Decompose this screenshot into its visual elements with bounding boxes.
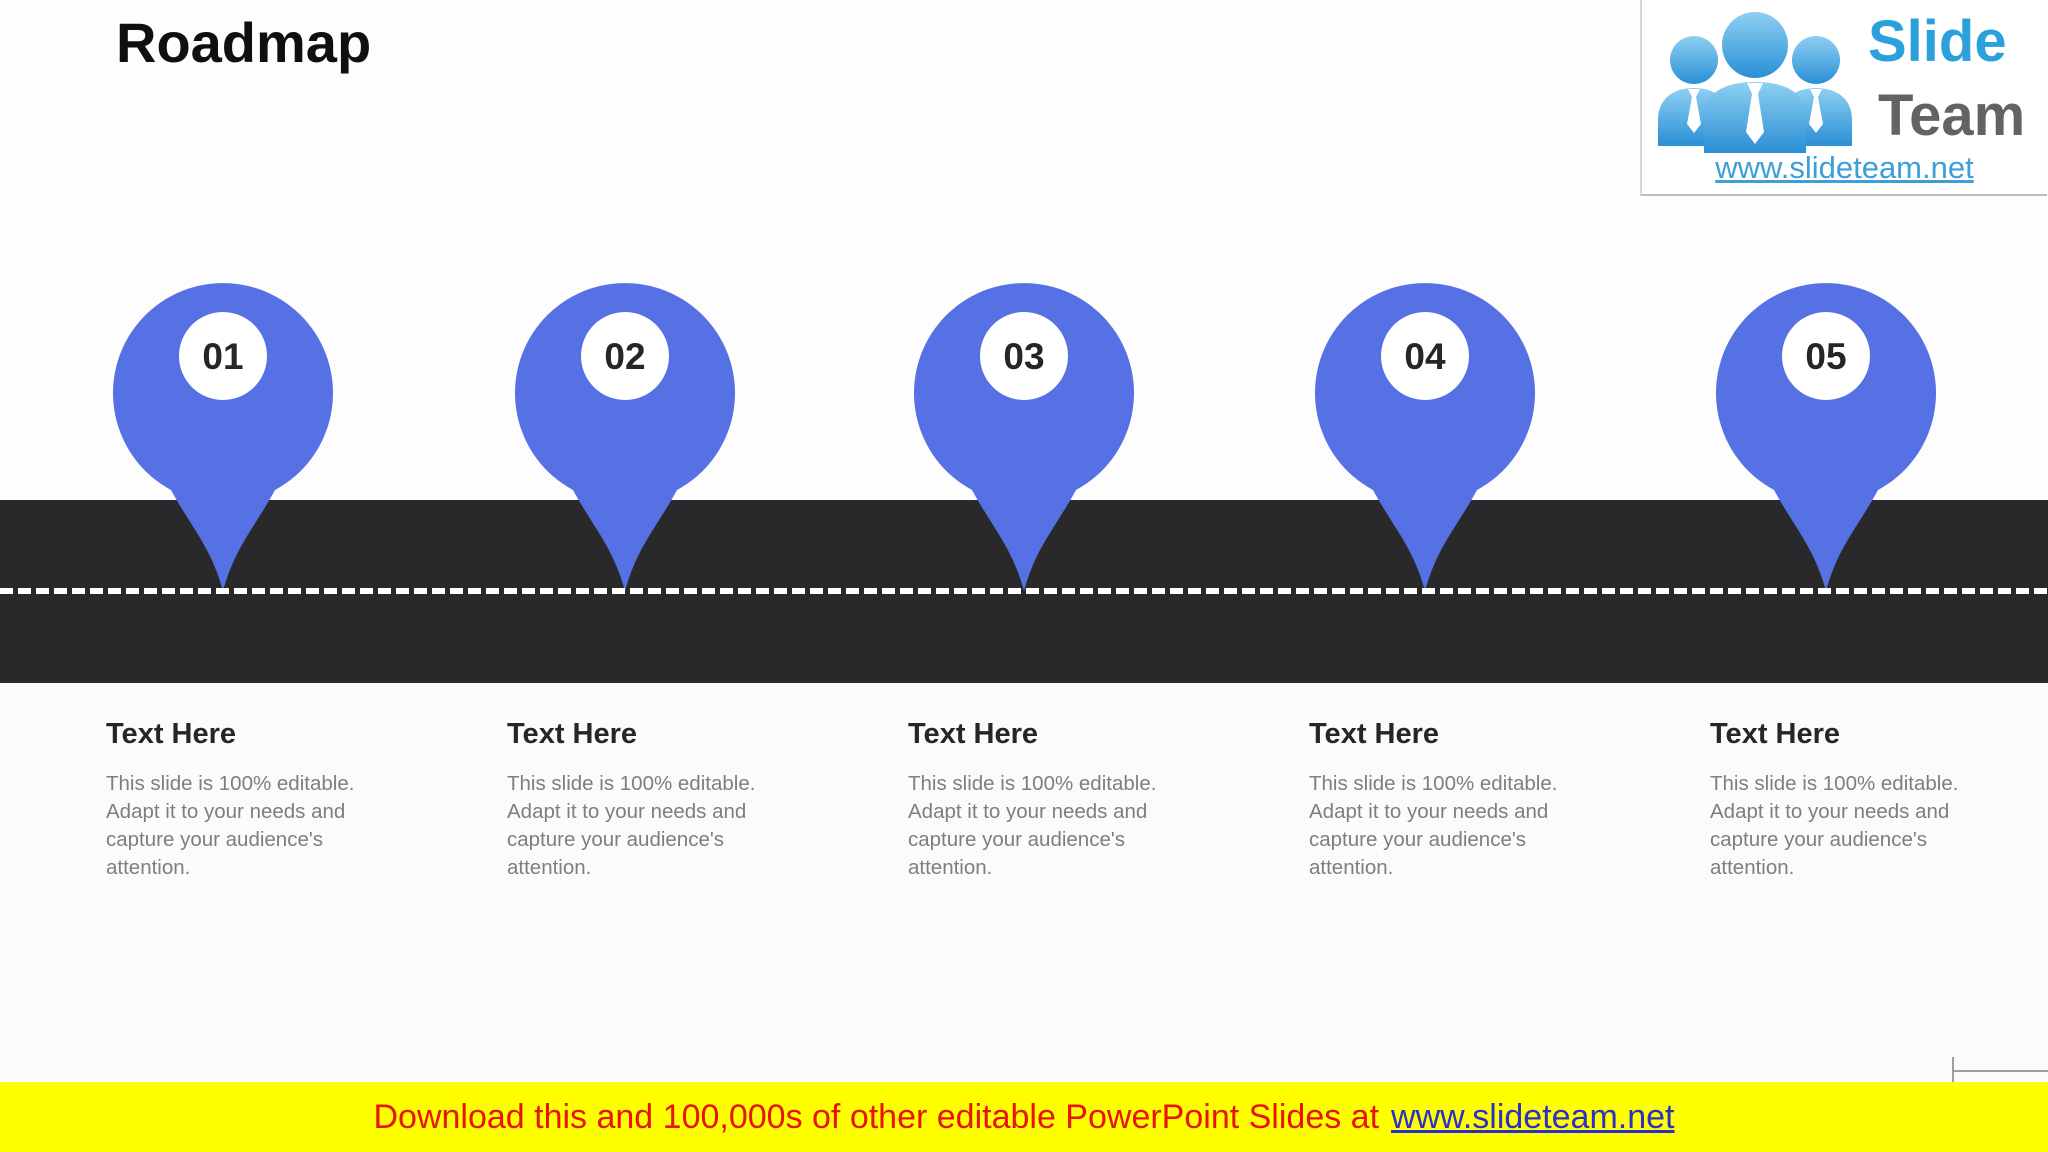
- pin-number: 03: [1003, 336, 1044, 377]
- map-pin-4: 04: [1315, 283, 1535, 593]
- milestone-heading: Text Here: [507, 718, 638, 750]
- logo-url-link[interactable]: www.slideteam.net: [1715, 150, 1974, 185]
- milestone-text-block-2: Text Here This slide is 100% editable. A…: [507, 718, 777, 882]
- pin-number: 05: [1805, 336, 1846, 377]
- milestone-heading: Text Here: [908, 718, 1039, 750]
- ruler-artifact-line: [1953, 1070, 2048, 1072]
- milestone-body: This slide is 100% editable. Adapt it to…: [1710, 772, 1959, 879]
- pin-number: 04: [1404, 336, 1446, 377]
- download-banner: Download this and 100,000s of other edit…: [0, 1082, 2048, 1152]
- road-center-dash-line: [0, 588, 2048, 594]
- pin-number: 02: [604, 336, 645, 377]
- milestone-text-block-4: Text Here This slide is 100% editable. A…: [1309, 718, 1579, 882]
- milestone-body: This slide is 100% editable. Adapt it to…: [1309, 772, 1558, 879]
- page-title: Roadmap: [116, 11, 372, 74]
- map-pin-3: 03: [914, 283, 1134, 593]
- lower-background-band: [0, 683, 2048, 1082]
- pin-number-circle: [980, 312, 1068, 400]
- map-pin-icon: 01: [113, 283, 333, 591]
- milestone-body: This slide is 100% editable. Adapt it to…: [908, 772, 1157, 879]
- ruler-artifact-tick: [1952, 1057, 1954, 1087]
- map-pin-icon: 02: [515, 283, 735, 591]
- milestone-body: This slide is 100% editable. Adapt it to…: [507, 772, 756, 879]
- pin-number-circle: [179, 312, 267, 400]
- logo-brand-slide: Slide: [1868, 9, 2007, 74]
- milestone-heading: Text Here: [106, 718, 237, 750]
- team-people-icon: [1658, 12, 1852, 153]
- pin-number-circle: [1381, 312, 1469, 400]
- milestone-text-block-1: Text Here This slide is 100% editable. A…: [106, 718, 376, 882]
- map-pin-icon: 04: [1315, 283, 1535, 591]
- pin-number: 01: [202, 336, 243, 377]
- map-pin-icon: 05: [1716, 283, 1936, 591]
- pin-number-circle: [1782, 312, 1870, 400]
- milestone-heading: Text Here: [1309, 718, 1440, 750]
- map-pin-icon: 03: [914, 283, 1134, 591]
- map-pin-5: 05: [1716, 283, 1936, 593]
- milestone-text-block-3: Text Here This slide is 100% editable. A…: [908, 718, 1178, 882]
- milestone-text-block-5: Text Here This slide is 100% editable. A…: [1710, 718, 1980, 882]
- banner-link[interactable]: www.slideteam.net: [1391, 1097, 1675, 1136]
- pin-number-circle: [581, 312, 669, 400]
- banner-text: Download this and 100,000s of other edit…: [373, 1097, 1380, 1136]
- slideteam-logo: Slide Team www.slideteam.net: [1640, 0, 2047, 196]
- logo-brand-team: Team: [1878, 83, 2026, 148]
- map-pin-1: 01: [113, 283, 333, 593]
- map-pin-2: 02: [515, 283, 735, 593]
- milestone-heading: Text Here: [1710, 718, 1841, 750]
- milestone-body: This slide is 100% editable. Adapt it to…: [106, 772, 355, 879]
